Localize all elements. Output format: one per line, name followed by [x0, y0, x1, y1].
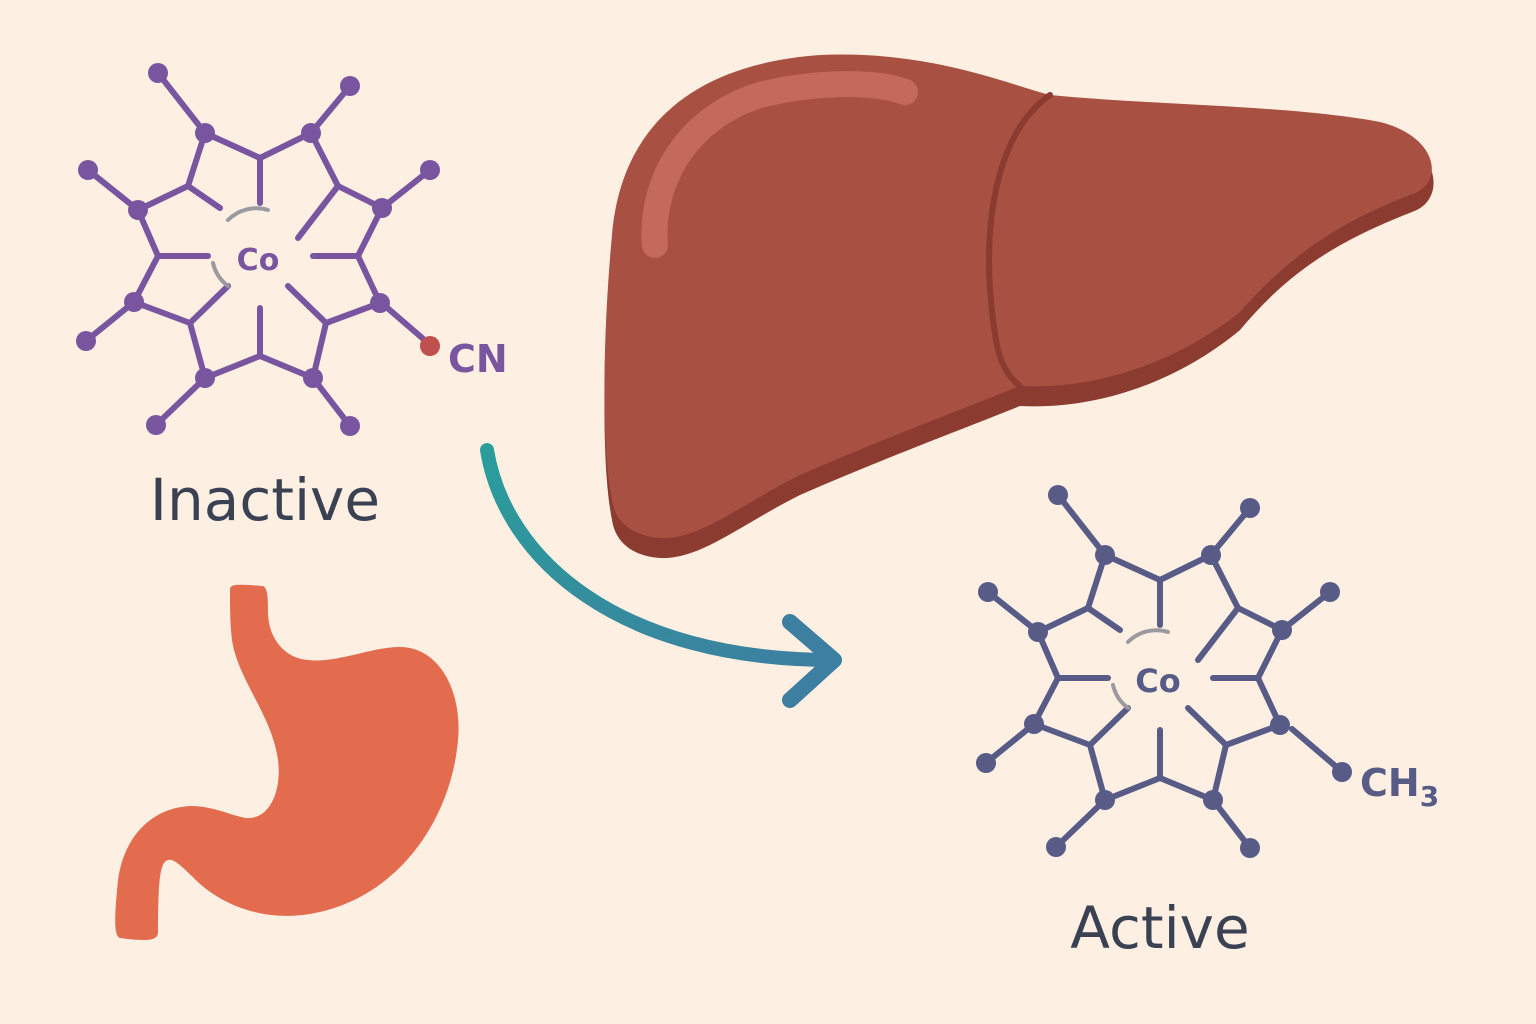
ring-atom — [195, 123, 215, 143]
inactive-cobalamin-molecule: Co CN Inactive — [76, 63, 508, 534]
ring-atom — [301, 123, 321, 143]
bond-line — [1085, 605, 1123, 633]
bond-line — [308, 83, 353, 136]
terminal-atom — [1046, 837, 1066, 857]
arrow-head — [782, 614, 842, 708]
active-ligand-label-sub: 3 — [1420, 780, 1439, 813]
active-ligand-label: CH3 — [1360, 761, 1439, 813]
arrow-shaft — [480, 443, 839, 667]
bond-line — [1208, 505, 1253, 558]
cyano-bond — [381, 302, 431, 346]
bond-line — [187, 283, 231, 326]
active-caption: Active — [1070, 894, 1249, 962]
coordination-arc — [1111, 683, 1130, 710]
curved-arrow-icon — [480, 443, 842, 708]
ring-atom — [1272, 620, 1292, 640]
coordination-arc — [226, 206, 270, 222]
terminal-atom — [1240, 498, 1260, 518]
bond-line — [1279, 589, 1333, 633]
terminal-atom — [148, 63, 168, 83]
bond-line — [1195, 605, 1241, 663]
terminal-atom — [1240, 838, 1260, 858]
ring-atom — [1203, 790, 1223, 810]
bond-line — [985, 589, 1041, 635]
active-cobalamin-molecule: Co CH3 Active — [976, 485, 1439, 962]
ring-atom — [1095, 790, 1115, 810]
inactive-center-label: Co — [237, 243, 280, 278]
coordination-arc — [211, 261, 230, 288]
bond-line — [983, 721, 1037, 766]
methyl-atom — [1332, 762, 1352, 782]
ring-atom — [1201, 545, 1221, 565]
ring-atom — [195, 368, 215, 388]
terminal-atom — [420, 160, 440, 180]
bond-line — [379, 167, 433, 211]
terminal-atom — [1048, 485, 1068, 505]
stomach-icon — [115, 584, 459, 940]
stomach-body — [115, 584, 459, 940]
bond-line — [295, 183, 341, 241]
liver-lobe-division — [986, 92, 1053, 389]
ring-atom — [372, 198, 392, 218]
bond-line — [1102, 552, 1163, 583]
bond-line — [155, 70, 208, 136]
bond-line — [85, 167, 141, 213]
ring-atom — [1270, 715, 1290, 735]
methyl-bond — [1289, 726, 1343, 773]
ring-atom — [303, 368, 323, 388]
terminal-atom — [976, 753, 996, 773]
bond-line — [310, 375, 353, 429]
active-center-label: Co — [1135, 662, 1180, 700]
terminal-atom — [76, 331, 96, 351]
terminal-atom — [146, 415, 166, 435]
inactive-ligand-label: CN — [448, 337, 508, 381]
bond-line — [1087, 705, 1131, 748]
active-ligand-label-main: CH — [1360, 761, 1420, 805]
ring-atom — [128, 200, 148, 220]
terminal-atom — [340, 416, 360, 436]
bond-line — [285, 283, 329, 326]
bond-line — [1210, 797, 1253, 851]
ring-atom — [1028, 622, 1048, 642]
bond-line — [185, 183, 223, 211]
coordination-arc — [1126, 628, 1170, 644]
cobalamin-molecule-icon — [76, 63, 440, 436]
cyano-atom — [420, 336, 440, 356]
bond-line — [1055, 492, 1108, 558]
terminal-atom — [1320, 582, 1340, 602]
bond-line — [1053, 797, 1108, 850]
bond-line — [1185, 705, 1229, 748]
terminal-atom — [78, 160, 98, 180]
ring-atom — [1095, 545, 1115, 565]
bond-line — [202, 130, 263, 161]
terminal-atom — [978, 582, 998, 602]
bond-line — [153, 375, 208, 428]
bond-line — [83, 299, 137, 344]
ring-atom — [124, 292, 144, 312]
inactive-caption: Inactive — [150, 466, 380, 534]
cobalamin-molecule-icon — [976, 485, 1340, 858]
liver-icon — [604, 54, 1434, 559]
liver-body — [604, 54, 1432, 539]
terminal-atom — [340, 76, 360, 96]
ring-atom — [1024, 714, 1044, 734]
liver-highlight — [641, 71, 918, 258]
